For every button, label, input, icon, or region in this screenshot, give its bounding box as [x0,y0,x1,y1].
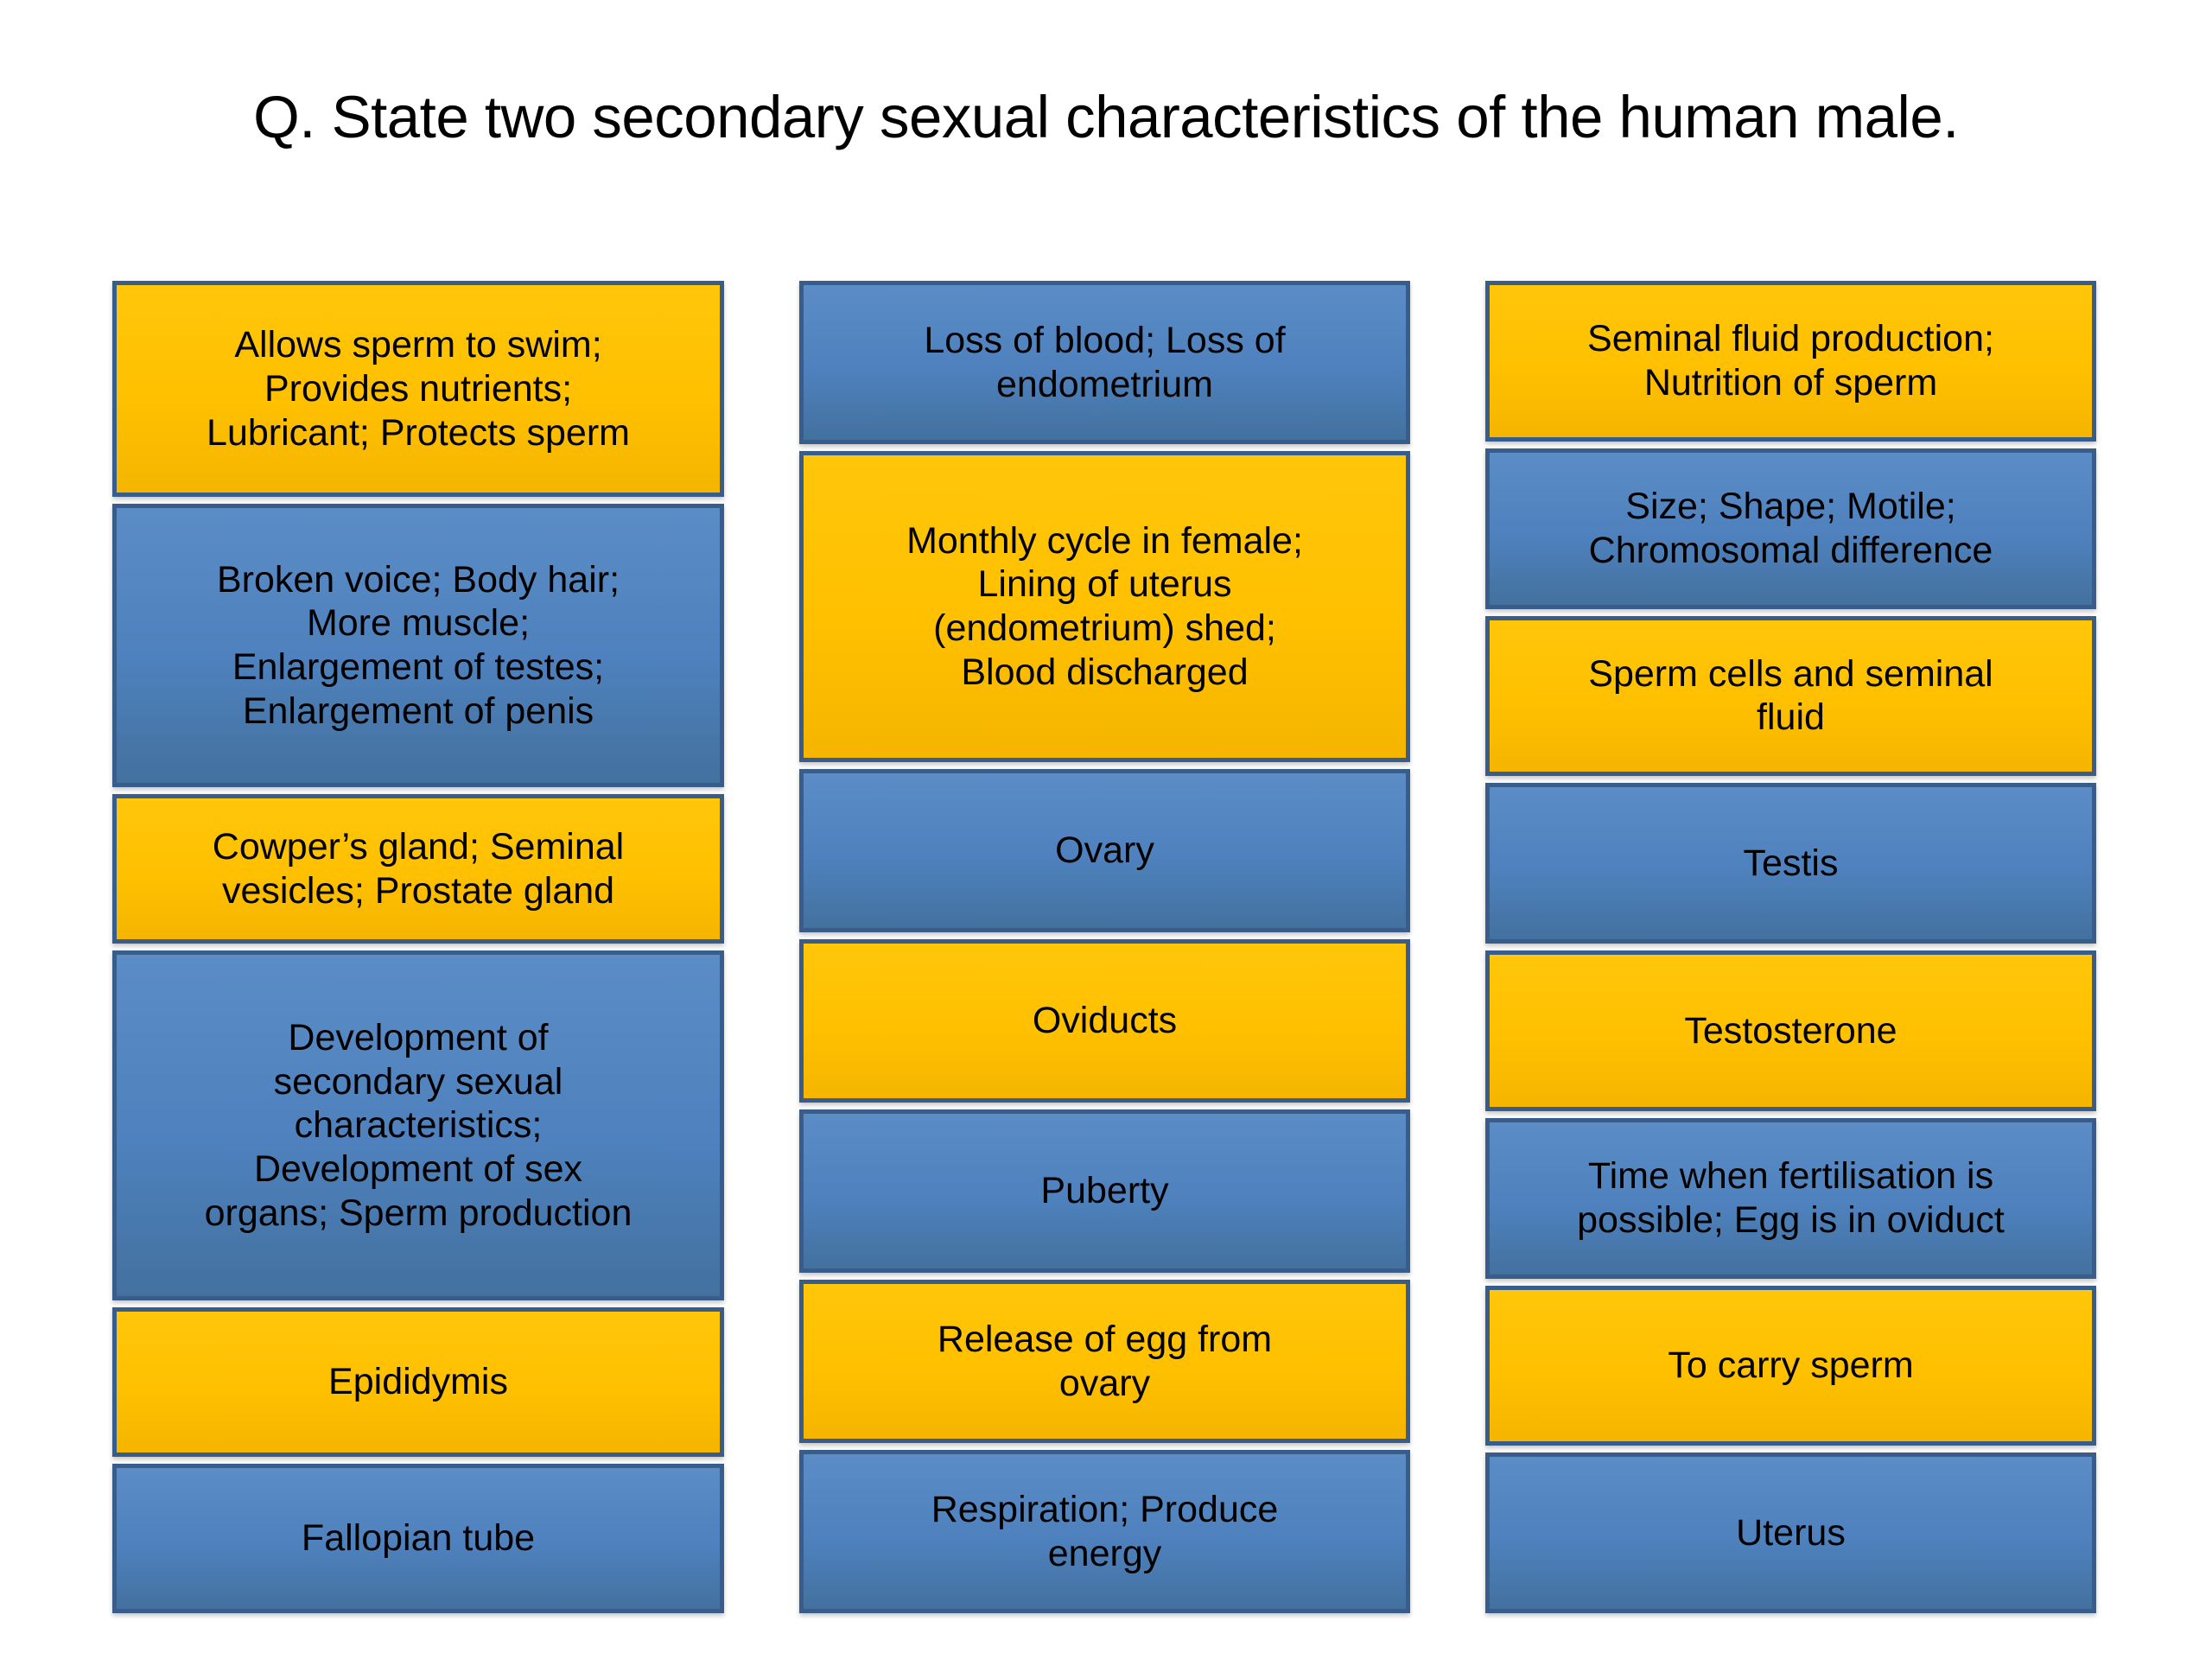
answer-card[interactable]: Loss of blood; Loss of endometrium [799,281,1410,444]
answer-card[interactable]: Respiration; Produce energy [799,1450,1410,1613]
answer-card[interactable]: Monthly cycle in female; Lining of uteru… [799,451,1410,762]
answer-card-label: Broken voice; Body hair; More muscle; En… [216,558,620,732]
answer-card[interactable]: Testosterone [1485,950,2096,1111]
answer-card[interactable]: Ovary [799,769,1410,932]
answer-card-label: Uterus [1736,1511,1846,1554]
answer-card[interactable]: Seminal fluid production; Nutrition of s… [1485,281,2096,442]
answer-card[interactable]: Size; Shape; Motile; Chromosomal differe… [1485,448,2096,609]
answer-card-label: Release of egg from ovary [937,1318,1273,1404]
answer-card-label: Testis [1743,842,1839,884]
answer-card-label: Allows sperm to swim; Provides nutrients… [207,324,630,454]
card-column-3: Seminal fluid production; Nutrition of s… [1485,281,2096,1613]
card-columns: Allows sperm to swim; Provides nutrients… [112,281,2106,1613]
answer-card-label: Size; Shape; Motile; Chromosomal differe… [1588,485,1993,571]
answer-card-label: Oviducts [1032,1000,1178,1042]
answer-card-label: Time when fertilisation is possible; Egg… [1577,1154,2005,1241]
answer-card[interactable]: Time when fertilisation is possible; Egg… [1485,1117,2096,1279]
answer-card-label: Puberty [1040,1170,1169,1212]
answer-card-label: Seminal fluid production; Nutrition of s… [1587,318,1994,404]
answer-card[interactable]: Release of egg from ovary [799,1280,1410,1443]
answer-card-label: Ovary [1055,830,1154,872]
answer-card-label: Epididymis [328,1361,508,1403]
answer-card-label: Loss of blood; Loss of endometrium [924,319,1286,405]
answer-card-label: Sperm cells and seminal fluid [1588,652,1993,739]
answer-card[interactable]: Testis [1485,783,2096,944]
answer-card-label: Testosterone [1684,1009,1897,1052]
answer-card[interactable]: Allows sperm to swim; Provides nutrients… [112,281,724,498]
answer-card-label: Cowper’s gland; Seminal vesicles; Prosta… [212,825,625,912]
answer-card[interactable]: To carry sperm [1485,1285,2096,1446]
answer-card[interactable]: Sperm cells and seminal fluid [1485,615,2096,777]
answer-card-label: Respiration; Produce energy [931,1488,1279,1574]
answer-card-label: Fallopian tube [301,1517,536,1560]
page-title: Q. State two secondary sexual characteri… [253,84,1959,150]
card-column-1: Allows sperm to swim; Provides nutrients… [112,281,724,1613]
answer-card[interactable]: Puberty [799,1109,1410,1273]
answer-card[interactable]: Oviducts [799,939,1410,1103]
answer-card-label: Development of secondary sexual characte… [204,1016,632,1234]
answer-card-label: To carry sperm [1668,1344,1914,1386]
answer-card[interactable]: Uterus [1485,1452,2096,1613]
answer-card[interactable]: Fallopian tube [112,1464,724,1613]
answer-card[interactable]: Broken voice; Body hair; More muscle; En… [112,504,724,788]
answer-card-label: Monthly cycle in female; Lining of uteru… [906,519,1303,693]
answer-card[interactable]: Cowper’s gland; Seminal vesicles; Prosta… [112,794,724,944]
answer-card[interactable]: Epididymis [112,1307,724,1458]
answer-card[interactable]: Development of secondary sexual characte… [112,950,724,1301]
